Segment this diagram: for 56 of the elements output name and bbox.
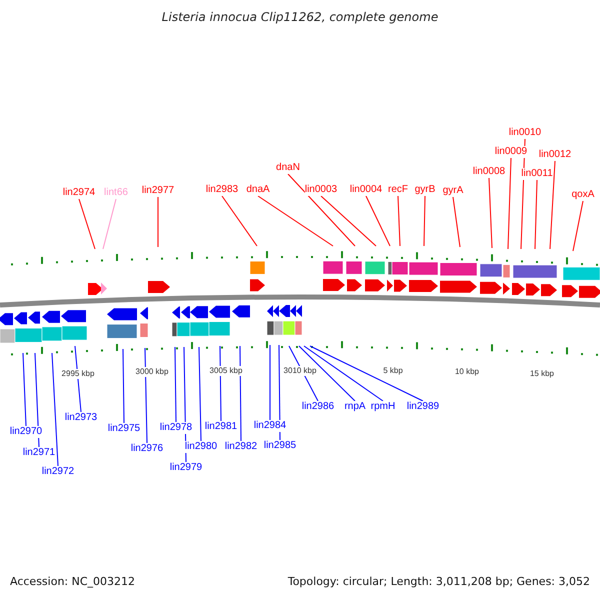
gene-label: lin2974 bbox=[62, 187, 96, 199]
scale-label: 10 kbp bbox=[454, 367, 480, 377]
leader-line bbox=[550, 160, 556, 250]
scale-label: 3005 kbp bbox=[210, 366, 242, 376]
gene-label: lin0004 bbox=[350, 184, 382, 196]
gene-label: dnaN bbox=[276, 162, 300, 174]
gene-label: lin2983 bbox=[206, 184, 238, 196]
leader-line bbox=[122, 348, 124, 424]
leader-line bbox=[52, 352, 58, 466]
gene-label: lin0009 bbox=[494, 146, 528, 158]
leader-line bbox=[34, 352, 40, 448]
gene-label: lin0003 bbox=[304, 184, 338, 196]
leader-line bbox=[78, 198, 96, 250]
scale-label: 15 kbp bbox=[530, 369, 554, 379]
leader-line bbox=[174, 346, 176, 422]
leader-line bbox=[304, 346, 384, 402]
leader-line bbox=[102, 198, 116, 250]
leader-line bbox=[198, 346, 202, 442]
leader-line bbox=[572, 200, 584, 252]
leader-line bbox=[278, 344, 280, 440]
leader-line bbox=[240, 346, 242, 442]
gene-label: dnaA bbox=[246, 184, 270, 196]
map-title: Listeria innocua Clip11262, complete genome bbox=[160, 10, 440, 24]
genome-summary-text: Topology: circular; Length: 3,011,208 bp; Genes: 3,052 bbox=[288, 575, 590, 588]
leader-line bbox=[534, 180, 538, 250]
leader-line bbox=[398, 196, 400, 246]
leader-line bbox=[424, 196, 426, 246]
leader-line bbox=[366, 196, 390, 246]
leader-line bbox=[310, 346, 424, 402]
gene-label: gyrA bbox=[442, 185, 464, 197]
leader-line bbox=[144, 348, 148, 444]
gene-label: lin2984 bbox=[254, 420, 286, 432]
accession-text: Accession: NC_003212 bbox=[10, 575, 136, 588]
leader-line bbox=[288, 174, 356, 246]
gene-label: lin2978 bbox=[160, 422, 192, 434]
leader-line bbox=[320, 196, 376, 246]
leader-line bbox=[222, 196, 258, 246]
gene-label: lin0011 bbox=[521, 168, 553, 180]
gene-label: lint66 bbox=[104, 187, 128, 199]
gene-label: lin2970 bbox=[10, 426, 42, 438]
gene-label: rnpA bbox=[344, 401, 366, 413]
leader-line bbox=[452, 196, 460, 248]
scale-label: 3010 kbp bbox=[284, 366, 316, 376]
leader-line bbox=[488, 178, 492, 248]
gene-label: rpmH bbox=[370, 401, 396, 413]
scale-label: 3000 kbp bbox=[136, 367, 168, 377]
leader-line bbox=[298, 346, 356, 402]
scale-label: 2995 kbp bbox=[62, 369, 94, 379]
leader-line bbox=[220, 346, 222, 422]
leader-line bbox=[22, 352, 26, 426]
gene-label: gyrB bbox=[414, 184, 436, 196]
leader-line bbox=[258, 196, 334, 246]
leader-line bbox=[508, 158, 512, 250]
gene-label: qoxA bbox=[572, 189, 594, 201]
scale-label: 5 kbp bbox=[383, 366, 403, 376]
gene-label: lin2980 bbox=[184, 441, 218, 453]
